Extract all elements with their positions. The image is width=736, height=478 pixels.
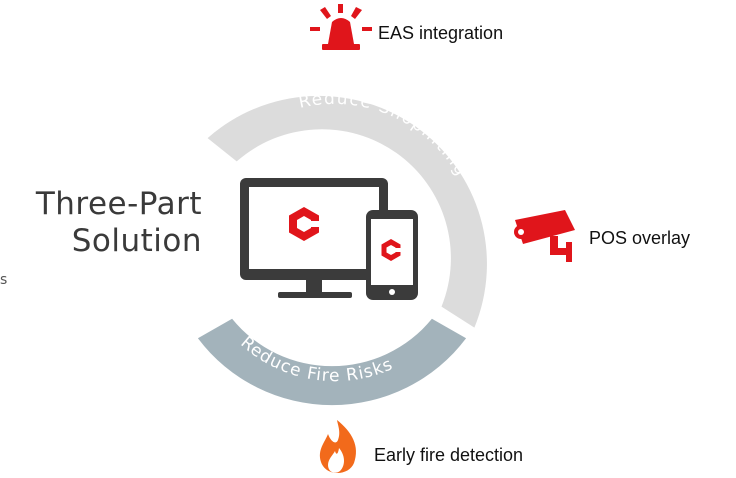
ring-segment-fire [197, 318, 467, 406]
siren-icon [310, 4, 372, 50]
flame-icon [319, 420, 357, 473]
title-line-1: Three-Part [35, 186, 202, 222]
phone-logo-icon [381, 239, 402, 261]
security-camera-icon [514, 210, 575, 262]
feature-label-eas: EAS integration [378, 23, 504, 43]
feature-label-fire: Early fire detection [374, 445, 524, 465]
feature-label-pos: POS overlay [589, 228, 691, 248]
cropped-text: s [0, 272, 8, 288]
monitor-icon [240, 178, 388, 298]
brand-logo-icon [289, 207, 321, 241]
title-line-2: Solution [71, 223, 202, 259]
diagram-title: Three-Part Solution [36, 186, 202, 260]
ring-segment-shoplifting [207, 95, 487, 328]
